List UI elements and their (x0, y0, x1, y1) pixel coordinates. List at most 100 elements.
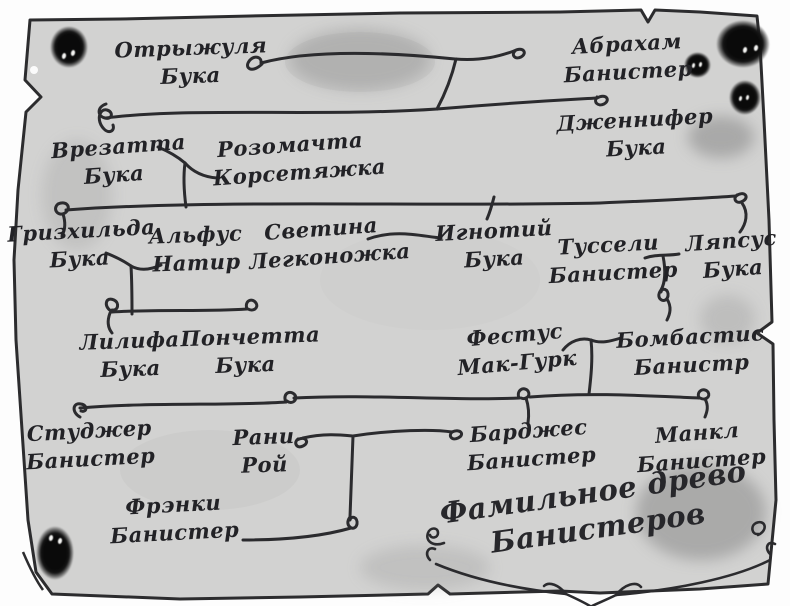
connector-line (738, 201, 748, 234)
person-name-line: Отрыжуля (114, 32, 268, 63)
blot-eye-icon (738, 95, 743, 102)
blot-eye-icon (70, 49, 76, 57)
connector-line (72, 402, 88, 419)
person-bombastis: Бомбастис Банистр (615, 319, 768, 383)
corner-fold-crease (21, 551, 45, 591)
connector-line (665, 297, 672, 322)
person-frenki: Фрэнки Банистер (107, 488, 242, 551)
ink-blot-creature (684, 52, 711, 78)
person-otryzhulya: Отрыжуля Бука (114, 31, 268, 92)
blot-eye-icon (61, 52, 67, 60)
blot-eye-icon (48, 534, 54, 542)
person-festus: Фестус Мак-Гурк (448, 315, 584, 382)
person-jennifer: Дженнифер Бука (547, 101, 725, 166)
connector-line (246, 55, 264, 71)
connector-line (589, 336, 623, 344)
connector-line (60, 212, 67, 238)
connector-line (283, 390, 298, 404)
person-bardzhes: Барджес Банистер (464, 413, 597, 478)
ink-smudge (700, 295, 755, 343)
person-name-line: Лилифа (79, 326, 180, 355)
person-name-line: Альфус (148, 220, 243, 249)
person-ignotiy: Игнотий Бука (435, 214, 553, 276)
connector-line (129, 263, 163, 271)
person-name-line: Бука (159, 61, 222, 90)
connector-line (448, 429, 464, 441)
person-name-line: Бука (214, 350, 277, 379)
connector-line (435, 57, 458, 111)
connector-line (528, 393, 701, 400)
connector-line (657, 287, 670, 302)
person-lilifa: Лилифа Бука (77, 325, 183, 385)
ink-blot-creature (729, 80, 761, 115)
connector-line (104, 96, 599, 120)
ink-smudge (290, 28, 430, 90)
connector-line (156, 145, 187, 165)
ink-smudge (688, 116, 754, 158)
ink-blot-creature (50, 26, 88, 68)
ink-smudge (42, 140, 112, 250)
connector-line (348, 434, 355, 519)
connector-line (183, 161, 219, 180)
connector-line (366, 232, 443, 241)
connector-line (516, 387, 531, 400)
connector-line (182, 161, 188, 209)
connector-line (104, 297, 120, 313)
connector-line (561, 337, 593, 352)
ink-smudge (360, 545, 490, 590)
blot-eye-icon (57, 537, 63, 545)
connector-line (696, 388, 711, 401)
connector-line (594, 94, 609, 107)
person-name-line: Натир (151, 248, 241, 277)
ink-smudge (636, 464, 766, 560)
connector-line (587, 338, 594, 396)
person-name-line: Бука (99, 354, 162, 383)
connector-line (104, 251, 133, 268)
blot-eye-icon (745, 94, 750, 101)
person-rozomachta: Розомачта Корсетяжка (210, 126, 386, 193)
connector-line (485, 195, 496, 221)
paper-shape (12, 8, 778, 601)
person-abraham: Абрахам Банистер (539, 25, 717, 90)
person-vrezatta: Врезатта Бука (50, 129, 186, 193)
person-alfus: Альфус Натир (145, 219, 247, 278)
connector-line (97, 102, 115, 134)
person-studzher: Студжер Банистер (23, 414, 158, 477)
ink-blot-creature (36, 526, 74, 580)
connector-line (351, 428, 454, 438)
connector-line (511, 47, 526, 60)
paper-mottle (120, 430, 300, 510)
person-lyapsus: Ляпсус Бука (684, 224, 780, 286)
connector-line (106, 311, 114, 335)
person-grizhilda: Гризхильда Бука (7, 213, 156, 276)
connector-line (703, 397, 709, 419)
connector-line (241, 526, 353, 542)
connector-line (78, 400, 288, 410)
connector-line (346, 515, 359, 530)
person-rani: Рани Рой (225, 422, 303, 481)
person-tusseli: Туссели Банистер (547, 228, 678, 290)
connector-line (64, 194, 738, 212)
person-name-line: Рой (240, 451, 289, 478)
connector-line (54, 201, 70, 216)
paper-mottle (320, 230, 540, 330)
paper-mottle (285, 32, 435, 92)
blot-eye-icon (753, 44, 759, 52)
connector-line (292, 395, 521, 401)
connector-line (524, 396, 531, 425)
connector-line (244, 298, 259, 312)
person-ponchetta: Пончетта Бука (180, 321, 321, 381)
ink-blot-creature (716, 20, 770, 68)
person-name-line: Пончетта (180, 321, 321, 352)
connector-line (301, 433, 355, 440)
connector-line (733, 192, 748, 204)
connector-line (659, 254, 667, 292)
title-flourish (425, 520, 777, 606)
blot-eye-icon (742, 46, 748, 54)
person-name-line: Рани (232, 422, 295, 451)
connector-line (110, 307, 249, 314)
connector-line (129, 264, 134, 316)
